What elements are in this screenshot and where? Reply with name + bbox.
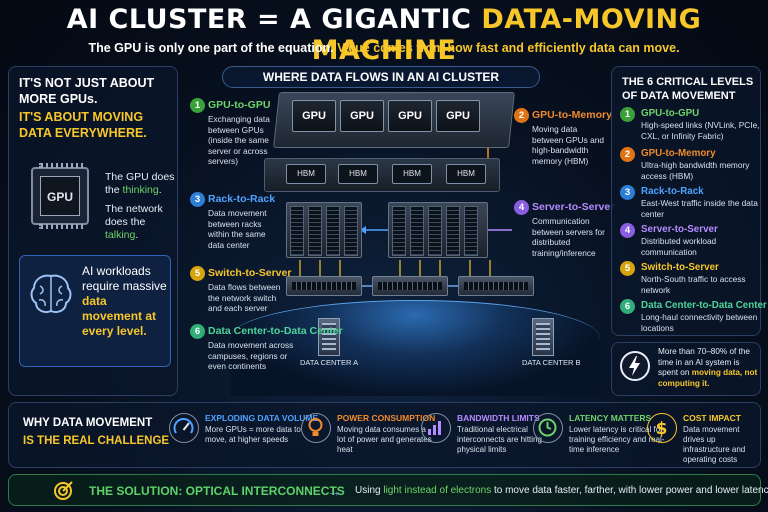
solution-text: Using light instead of electrons to move…	[355, 485, 768, 496]
gauge-icon	[169, 413, 199, 443]
levels-title: THE 6 CRITICAL LEVELS OF DATA MOVEMENT	[622, 76, 754, 102]
main-title: AI CLUSTER = A GIGANTIC DATA-MOVING MACH…	[66, 4, 702, 66]
gpu-box: GPU	[292, 100, 336, 132]
hbm-box: HBM	[338, 164, 378, 184]
gpu-box: GPU	[340, 100, 384, 132]
solution-bar: THE SOLUTION: OPTICAL INTERCONNECTS → Us…	[8, 474, 768, 506]
lightbulb-icon	[301, 413, 331, 443]
server-rack	[286, 202, 362, 258]
data-center-a-building	[318, 318, 340, 356]
data-center-b-label: DATA CENTER B	[522, 358, 581, 367]
bar-chart-icon	[421, 413, 451, 443]
stat-box: More than 70–80% of the time in an AI sy…	[611, 342, 761, 396]
clock-icon	[533, 413, 563, 443]
network-switch	[372, 276, 448, 296]
gpu-thinking-text: The GPU does the thinking.	[105, 171, 175, 196]
gpu-box: GPU	[436, 100, 480, 132]
diagram-title: WHERE DATA FLOWS IN AN AI CLUSTER	[222, 66, 540, 88]
hbm-box: HBM	[392, 164, 432, 184]
server-rack	[388, 202, 488, 258]
lightning-icon	[620, 351, 650, 381]
network-talking-text: The network does the talking.	[105, 203, 163, 241]
target-icon	[54, 481, 73, 500]
subtitle: The GPU is only one part of the equation…	[88, 41, 680, 55]
gpu-box: GPU	[388, 100, 432, 132]
network-switch	[286, 276, 362, 296]
data-center-b-building	[532, 318, 554, 356]
gpu-chip-icon: GPU	[31, 163, 89, 229]
brain-box: AI workloads require massive data moveme…	[19, 255, 171, 367]
solution-title: THE SOLUTION: OPTICAL INTERCONNECTS	[89, 484, 345, 498]
left-heading: IT'S NOT JUST ABOUT MORE GPUs.	[19, 76, 155, 106]
right-panel: THE 6 CRITICAL LEVELS OF DATA MOVEMENT 1…	[611, 66, 767, 336]
left-subheading: IT'S ABOUT MOVING DATA EVERYWHERE.	[19, 110, 147, 140]
brain-icon	[30, 274, 72, 313]
challenge-title: WHY DATA MOVEMENT	[23, 417, 153, 429]
arrow-right-icon: →	[327, 483, 341, 499]
data-center-a-label: DATA CENTER A	[300, 358, 359, 367]
hbm-box: HBM	[286, 164, 326, 184]
challenge-subtitle: IS THE REAL CHALLENGE	[23, 435, 170, 447]
svg-text:$: $	[656, 419, 668, 439]
hbm-box: HBM	[446, 164, 486, 184]
challenge-panel: WHY DATA MOVEMENT IS THE REAL CHALLENGE …	[8, 402, 761, 468]
network-switch	[458, 276, 534, 296]
stat-text: More than 70–80% of the time in an AI sy…	[658, 347, 758, 388]
brain-text: AI workloads require massive data moveme…	[82, 264, 167, 338]
dollar-icon: $	[647, 413, 677, 443]
left-panel: IT'S NOT JUST ABOUT MORE GPUs. IT'S ABOU…	[8, 66, 178, 396]
